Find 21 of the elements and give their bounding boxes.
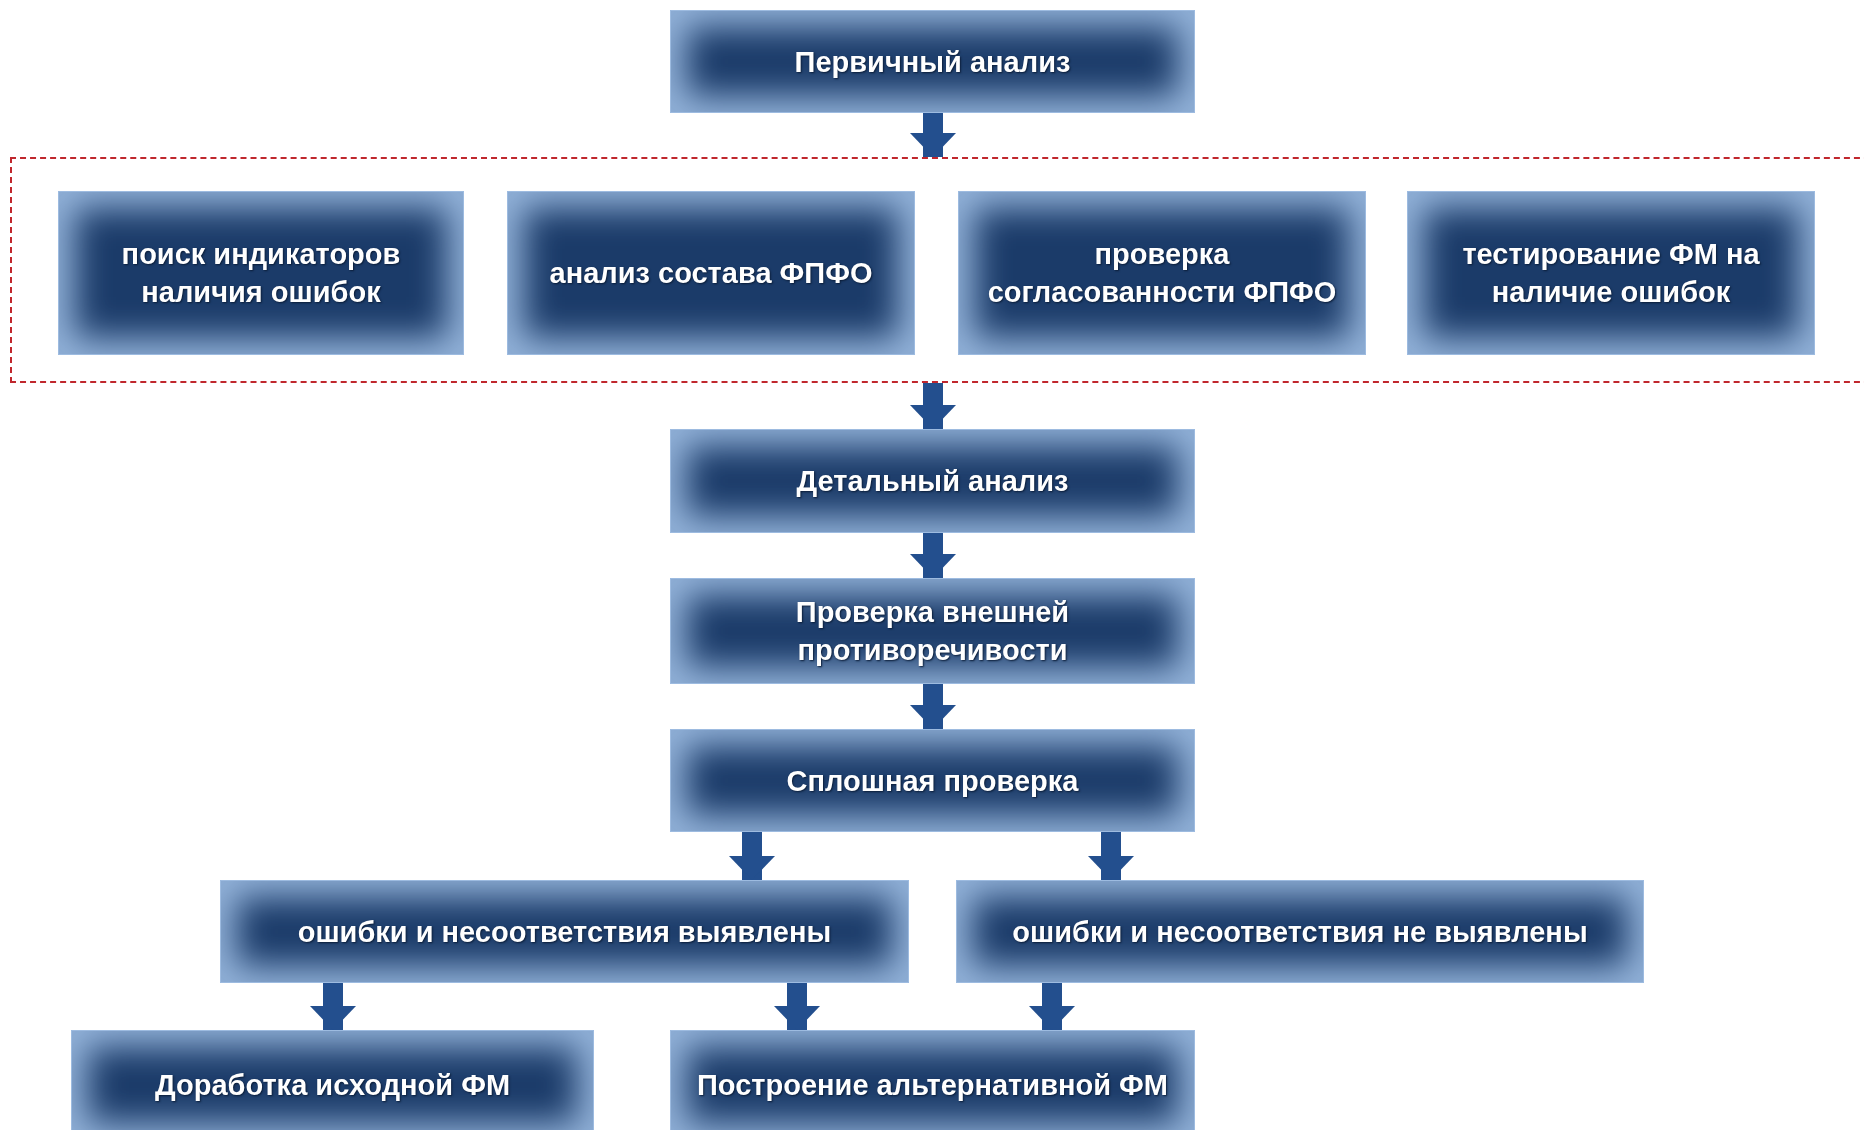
block-arrow	[910, 533, 956, 578]
process-box: Сплошная проверка	[670, 729, 1195, 832]
process-box: Построение альтернативной ФМ	[670, 1030, 1195, 1130]
block-arrow	[910, 684, 956, 729]
process-box: ошибки и несоответствия не выявлены	[956, 880, 1644, 983]
block-arrow	[1029, 983, 1075, 1030]
block-arrow	[729, 832, 775, 880]
process-box: поиск индикаторов наличия ошибок	[58, 191, 464, 355]
block-arrow	[910, 383, 956, 429]
process-box: анализ состава ФПФО	[507, 191, 915, 355]
process-box: Первичный анализ	[670, 10, 1195, 113]
process-box: Детальный анализ	[670, 429, 1195, 533]
block-arrow	[310, 983, 356, 1030]
block-arrow	[774, 983, 820, 1030]
process-box: ошибки и несоответствия выявлены	[220, 880, 909, 983]
process-box: Проверка внешней противоречивости	[670, 578, 1195, 684]
block-arrow	[1088, 832, 1134, 880]
process-box: проверка согласованности ФПФО	[958, 191, 1366, 355]
process-box: тестирование ФМ на наличие ошибок	[1407, 191, 1815, 355]
process-box: Доработка исходной ФМ	[71, 1030, 594, 1130]
block-arrow	[910, 113, 956, 157]
